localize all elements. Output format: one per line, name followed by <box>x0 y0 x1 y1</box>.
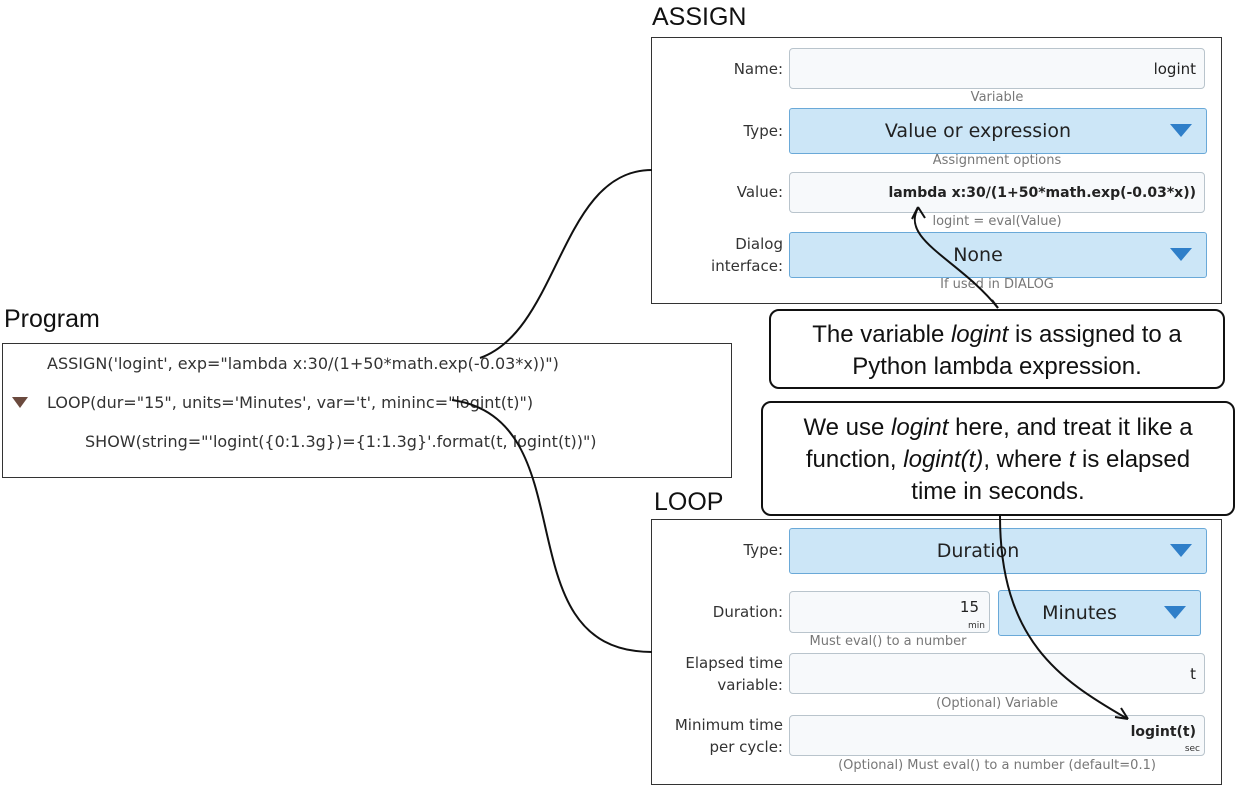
program-line-show[interactable]: SHOW(string="'logint({0:1.3g})={1:1.3g}'… <box>85 432 597 451</box>
value-value: lambda x:30/(1+50*math.exp(-0.03*x)) <box>888 184 1196 201</box>
value-label: Value: <box>736 183 783 201</box>
mintime-hint: (Optional) Must eval() to a number (defa… <box>838 758 1156 773</box>
elapsed-label-2: variable: <box>717 676 783 694</box>
duration-field[interactable]: 15 min <box>789 591 990 633</box>
dropdown-arrow-icon <box>1170 124 1192 137</box>
callout-loop-line-1: We use logint here, and treat it like a <box>803 414 1193 441</box>
callout-assign-line-2: Python lambda expression. <box>852 353 1142 380</box>
assign-heading: ASSIGN <box>652 3 747 31</box>
elapsed-value: t <box>1190 664 1196 683</box>
type-label: Type: <box>743 122 783 140</box>
mintime-value: logint(t) <box>1130 724 1196 740</box>
duration-unit: min <box>968 621 985 631</box>
type-hint: Assignment options <box>932 153 1062 168</box>
arrow-head-value <box>911 206 926 220</box>
arrow-to-mintime <box>999 515 1127 719</box>
loop-type-label: Type: <box>743 541 783 559</box>
callout-loop-line-3: time in seconds. <box>911 478 1085 505</box>
callout-loop: We use logint here, and treat it like a … <box>761 401 1235 516</box>
dialog-label-1: Dialog <box>735 235 783 253</box>
type-value: Value or expression <box>884 120 1072 142</box>
program-line-loop[interactable]: LOOP(dur="15", units='Minutes', var='t',… <box>47 393 534 412</box>
units-select[interactable]: Minutes <box>998 590 1201 636</box>
duration-value: 15 <box>959 598 979 616</box>
units-value: Minutes <box>1042 602 1117 624</box>
value-hint: logint = eval(Value) <box>932 214 1062 229</box>
program-heading: Program <box>4 305 100 333</box>
loop-type-value: Duration <box>936 540 1020 562</box>
program-panel: ASSIGN('logint', exp="lambda x:30/(1+50*… <box>2 343 732 478</box>
elapsed-hint: (Optional) Variable <box>936 696 1058 711</box>
connector-assign <box>479 169 653 359</box>
program-line-assign[interactable]: ASSIGN('logint', exp="lambda x:30/(1+50*… <box>47 354 559 373</box>
callout-assign-line-1: The variable logint is assigned to a <box>812 321 1182 348</box>
type-select[interactable]: Value or expression <box>789 108 1207 154</box>
dialog-hint: If used in DIALOG <box>940 277 1054 292</box>
collapse-triangle-icon[interactable] <box>12 397 28 408</box>
dropdown-arrow-icon <box>1170 544 1192 557</box>
loop-type-select[interactable]: Duration <box>789 528 1207 574</box>
loop-heading: LOOP <box>654 488 724 516</box>
dropdown-arrow-icon <box>1170 248 1192 261</box>
mintime-label-1: Minimum time <box>674 716 783 734</box>
arrow-to-value <box>913 207 999 309</box>
name-hint: Variable <box>970 90 1024 105</box>
dialog-value: None <box>953 244 1003 266</box>
name-field[interactable]: logint <box>789 48 1205 89</box>
name-label: Name: <box>733 60 783 78</box>
dialog-select[interactable]: None <box>789 232 1207 278</box>
name-value: logint <box>1153 59 1196 78</box>
dropdown-arrow-icon <box>1164 606 1186 619</box>
mintime-label-2: per cycle: <box>709 738 783 756</box>
mintime-field[interactable]: logint(t) sec <box>789 715 1205 756</box>
duration-hint: Must eval() to a number <box>809 634 967 649</box>
loop-panel: Type: Duration Duration: 15 min Minutes … <box>651 519 1222 785</box>
elapsed-field[interactable]: t <box>789 653 1205 694</box>
arrow-head-mintime <box>1114 707 1129 720</box>
callout-loop-line-2: function, logint(t), where t is elapsed <box>805 446 1191 473</box>
value-field[interactable]: lambda x:30/(1+50*math.exp(-0.03*x)) <box>789 172 1205 213</box>
mintime-unit: sec <box>1184 744 1200 754</box>
dialog-label-2: interface: <box>711 257 783 275</box>
connector-loop <box>451 399 653 653</box>
elapsed-label-1: Elapsed time <box>685 654 783 672</box>
duration-label: Duration: <box>712 603 783 621</box>
callout-assign: The variable logint is assigned to a Pyt… <box>769 309 1225 389</box>
